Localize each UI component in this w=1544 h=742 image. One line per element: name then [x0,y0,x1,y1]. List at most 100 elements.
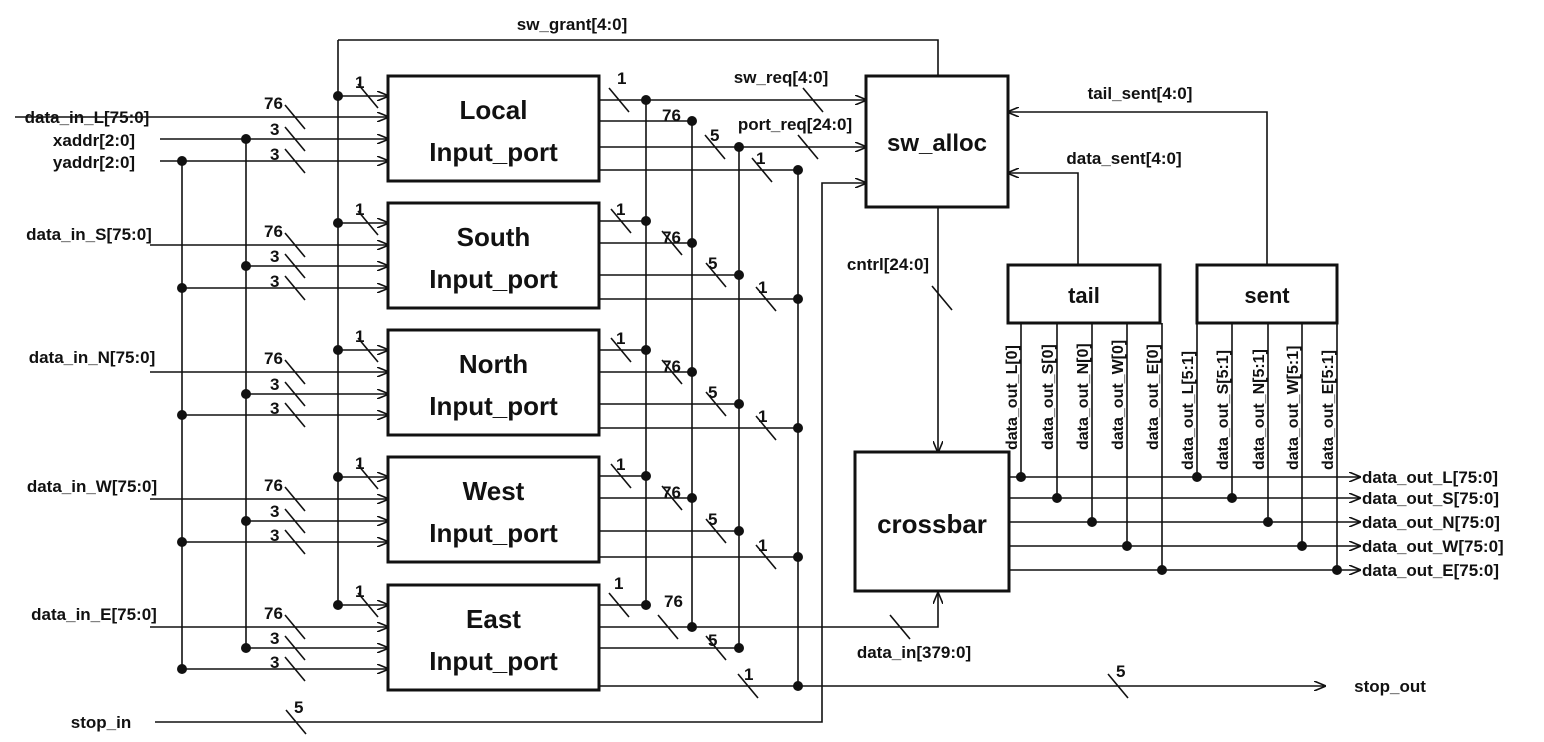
width-label-3: 3 [270,653,279,672]
junction-dot [177,537,187,547]
bus-width-slash [284,126,306,152]
xaddr-label: xaddr[2:0] [53,131,135,150]
bus-width-slash [661,485,683,511]
width-label-1: 1 [355,200,364,219]
width-label-3: 3 [270,247,279,266]
input-port-south [386,201,601,310]
junction-dot [687,367,697,377]
data-in-n-label: data_in_N[75:0] [29,348,156,367]
bus-width-slash [284,148,306,174]
tail-bit-label: data_out_S[0] [1040,344,1057,450]
width-label-76: 76 [264,476,283,495]
data-out-l-label: data_out_L[75:0] [1362,468,1498,487]
sw-grant-wire [338,39,939,76]
junction-dot [734,399,744,409]
input-port-type: Input_port [429,646,558,676]
bus-width-slash [705,391,727,417]
width-label-76: 76 [662,483,681,502]
bus-width-slash [797,134,819,160]
data-out-e-label: data_out_E[75:0] [1362,561,1499,580]
data-in-bus-wire [692,593,938,628]
junction-dot [687,238,697,248]
junction-dot [793,423,803,433]
bus-width-slash [284,486,306,512]
bus-width-slash [661,359,683,385]
data-in-s-label: data_in_S[75:0] [26,225,152,244]
data-out-w-label: data_out_W[75:0] [1362,537,1504,556]
junction-dot [177,156,187,166]
sw-req-label: sw_req[4:0] [734,68,828,87]
width-label-1: 1 [758,278,767,297]
bus-width-slash [284,232,306,258]
crossbar-label: crossbar [877,509,987,539]
input-port-type: Input_port [429,264,558,294]
width-label-1: 1 [355,582,364,601]
junction-dot [1263,517,1273,527]
bus-width-slash [755,415,777,441]
tail-sent-wire [1008,112,1268,265]
bus-width-slash [704,134,726,160]
width-label-3: 3 [270,399,279,418]
data-in-w-label: data_in_W[75:0] [27,477,157,496]
bus-width-slash [705,262,727,288]
junction-dot [1016,472,1026,482]
bus-width-slash [661,230,683,256]
bus-width-slash [284,381,306,407]
bus-width-slash [284,402,306,428]
input-port-west [386,455,601,564]
bus-width-slash [751,157,773,183]
sent-bit-label: data_out_E[5:1] [1320,350,1337,470]
bus-width-slash [284,359,306,385]
width-label-3: 3 [270,272,279,291]
junction-dot [734,643,744,653]
port-req-label: port_req[24:0] [738,115,852,134]
bus-width-slash [610,208,632,234]
width-label-1: 1 [614,574,623,593]
bus-width-slash [357,337,379,363]
bus-width-slash [284,656,306,682]
junction-dot [333,345,343,355]
stop-out-label: stop_out [1354,677,1426,696]
width-label-76: 76 [264,222,283,241]
tail-bit-label: data_out_W[0] [1110,340,1127,450]
junction-dot [241,389,251,399]
input-port-east [386,583,601,692]
sw-grant-label: sw_grant[4:0] [517,15,628,34]
junction-dot [333,91,343,101]
sent-box [1195,263,1339,325]
cntrl-label: cntrl[24:0] [847,255,929,274]
junction-dot [641,216,651,226]
data-in-e-label: data_in_E[75:0] [31,605,157,624]
bus-width-slash [608,592,630,618]
bus-width-slash [284,253,306,279]
junction-dot [1122,541,1132,551]
bus-width-slash [357,83,379,109]
junction-dot [687,116,697,126]
junction-dot [734,526,744,536]
width-label-1: 1 [756,149,765,168]
junction-dot [177,283,187,293]
width-label-5: 5 [710,126,719,145]
sent-bit-label: data_out_L[5:1] [1180,351,1197,470]
data-sent-wire [1008,173,1079,265]
junction-dot [793,165,803,175]
bus-width-slash [284,104,306,130]
bus-width-slash [284,614,306,640]
sw-alloc-label: sw_alloc [887,130,987,157]
junction-dot [687,493,697,503]
width-label-3: 3 [270,629,279,648]
width-label-1: 1 [616,455,625,474]
junction-dot [734,142,744,152]
input-port-name: South [457,222,531,252]
input-port-type: Input_port [429,137,558,167]
bus-width-slash [357,210,379,236]
yaddr-label: yaddr[2:0] [53,153,135,172]
bus-width-slash [705,635,727,661]
bus-width-slash [284,529,306,555]
crossbar-box [853,450,1011,593]
width-label-76: 76 [664,592,683,611]
input-port-type: Input_port [429,518,558,548]
junction-dot [793,294,803,304]
stop-in-wire [155,183,866,723]
